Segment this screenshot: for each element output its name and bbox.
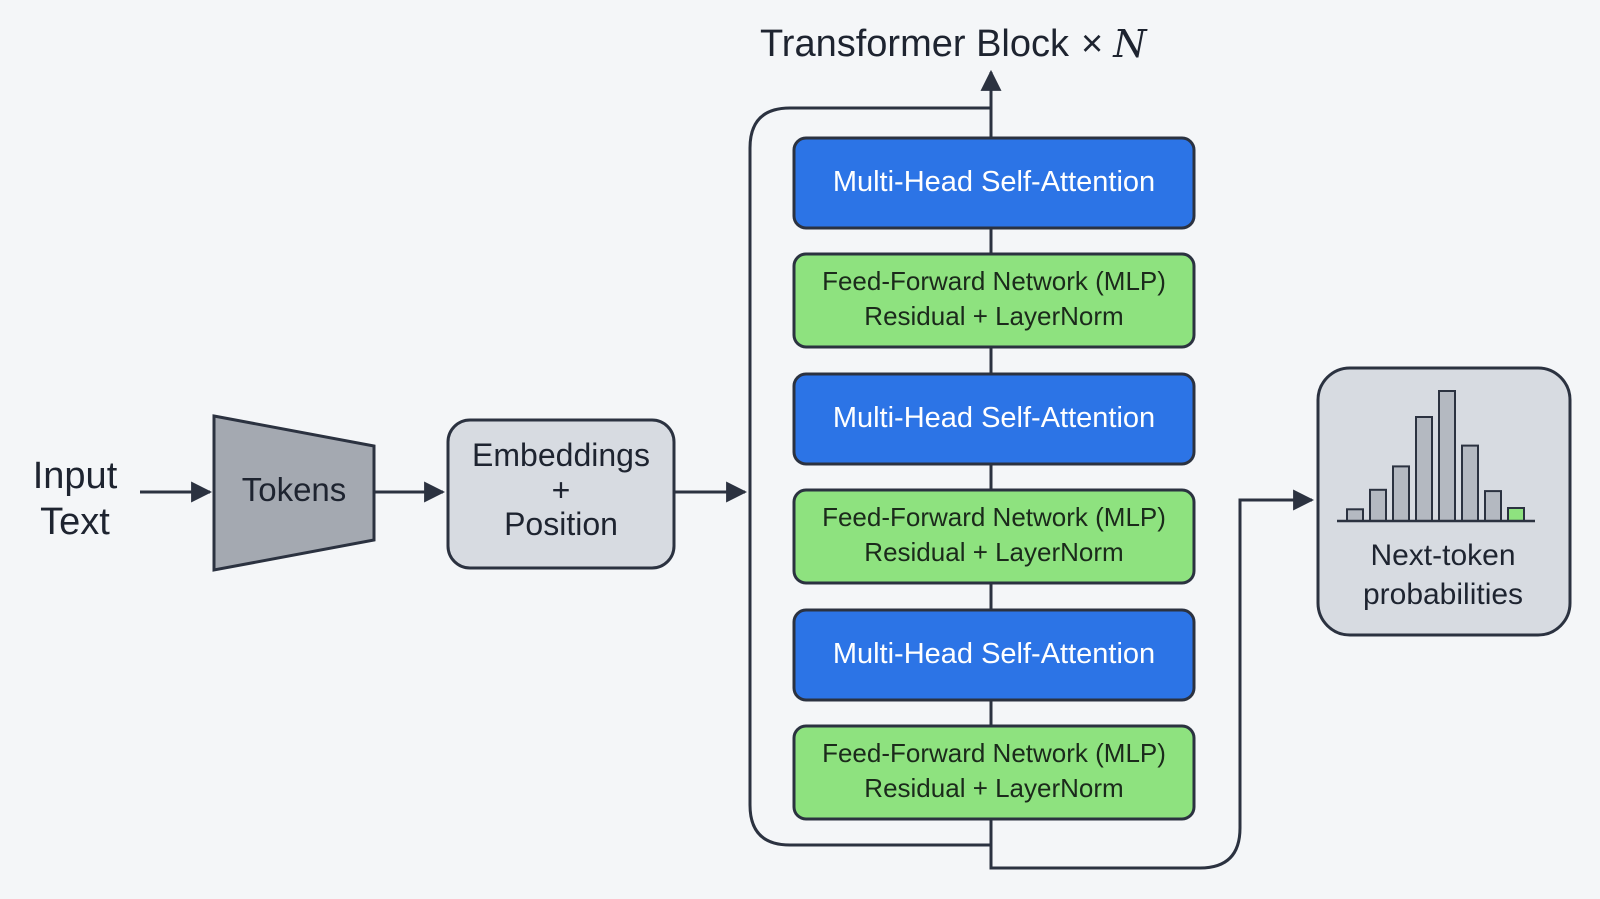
ffn-box-2 xyxy=(792,488,1196,585)
ffn-label-1: Feed-Forward Network (MLP) Residual + La… xyxy=(794,254,1194,344)
residual-loop-path xyxy=(748,106,991,847)
ffn-line-2: Residual + LayerNorm xyxy=(864,301,1124,331)
tokens-trapezoid xyxy=(212,414,376,572)
ffn-line-1: Feed-Forward Network (MLP) xyxy=(822,502,1166,533)
input-line-1: Input xyxy=(32,455,118,498)
embeddings-box xyxy=(446,418,676,570)
histogram-bar xyxy=(1392,465,1410,522)
n-symbol: N xyxy=(1113,22,1147,66)
histogram-bar xyxy=(1461,444,1479,523)
histogram-bar xyxy=(1415,416,1433,522)
ffn-label-2: Feed-Forward Network (MLP) Residual + La… xyxy=(794,490,1194,580)
output-line-2: probabilities xyxy=(1362,578,1524,611)
ffn-line-1: Feed-Forward Network (MLP) xyxy=(822,738,1166,769)
ffn-box-1 xyxy=(792,252,1196,349)
probability-histogram xyxy=(1337,390,1535,523)
attention-box-1 xyxy=(792,136,1196,230)
histogram-bar xyxy=(1346,508,1364,522)
attention-label-3: Multi-Head Self-Attention xyxy=(832,637,1156,670)
attention-label-2: Multi-Head Self-Attention xyxy=(832,401,1156,434)
histogram-bar xyxy=(1438,390,1456,522)
ffn-line-2: Residual + LayerNorm xyxy=(864,537,1124,567)
output-line-1: Next-token xyxy=(1370,539,1516,572)
ffn-label-3: Feed-Forward Network (MLP) Residual + La… xyxy=(794,726,1194,816)
attention-box-3 xyxy=(792,608,1196,702)
times-symbol: × xyxy=(1081,22,1104,65)
ffn-box-3 xyxy=(792,724,1196,821)
histogram-bar xyxy=(1369,488,1387,522)
input-line-2: Text xyxy=(40,501,110,543)
transformer-title-text: Transformer Block xyxy=(760,22,1069,65)
attention-box-2 xyxy=(792,372,1196,466)
embeddings-line-2: + xyxy=(551,471,571,508)
histogram-bar xyxy=(1507,507,1525,522)
embeddings-line-1: Embeddings xyxy=(472,437,650,474)
ffn-line-2: Residual + LayerNorm xyxy=(864,773,1124,803)
histogram-bar xyxy=(1484,490,1502,523)
embeddings-line-3: Position xyxy=(504,506,618,543)
ffn-line-1: Feed-Forward Network (MLP) xyxy=(822,266,1166,297)
arrow-block-to-output xyxy=(989,489,1315,870)
transformer-title: Transformer Block × N xyxy=(760,16,1220,72)
embeddings-label: Embeddings + Position xyxy=(448,425,674,555)
attention-label-1: Multi-Head Self-Attention xyxy=(832,165,1156,198)
input-text-label: Input Text xyxy=(10,440,140,560)
output-label: Next-token probabilities xyxy=(1318,530,1568,620)
tokens-label: Tokens xyxy=(241,471,347,508)
